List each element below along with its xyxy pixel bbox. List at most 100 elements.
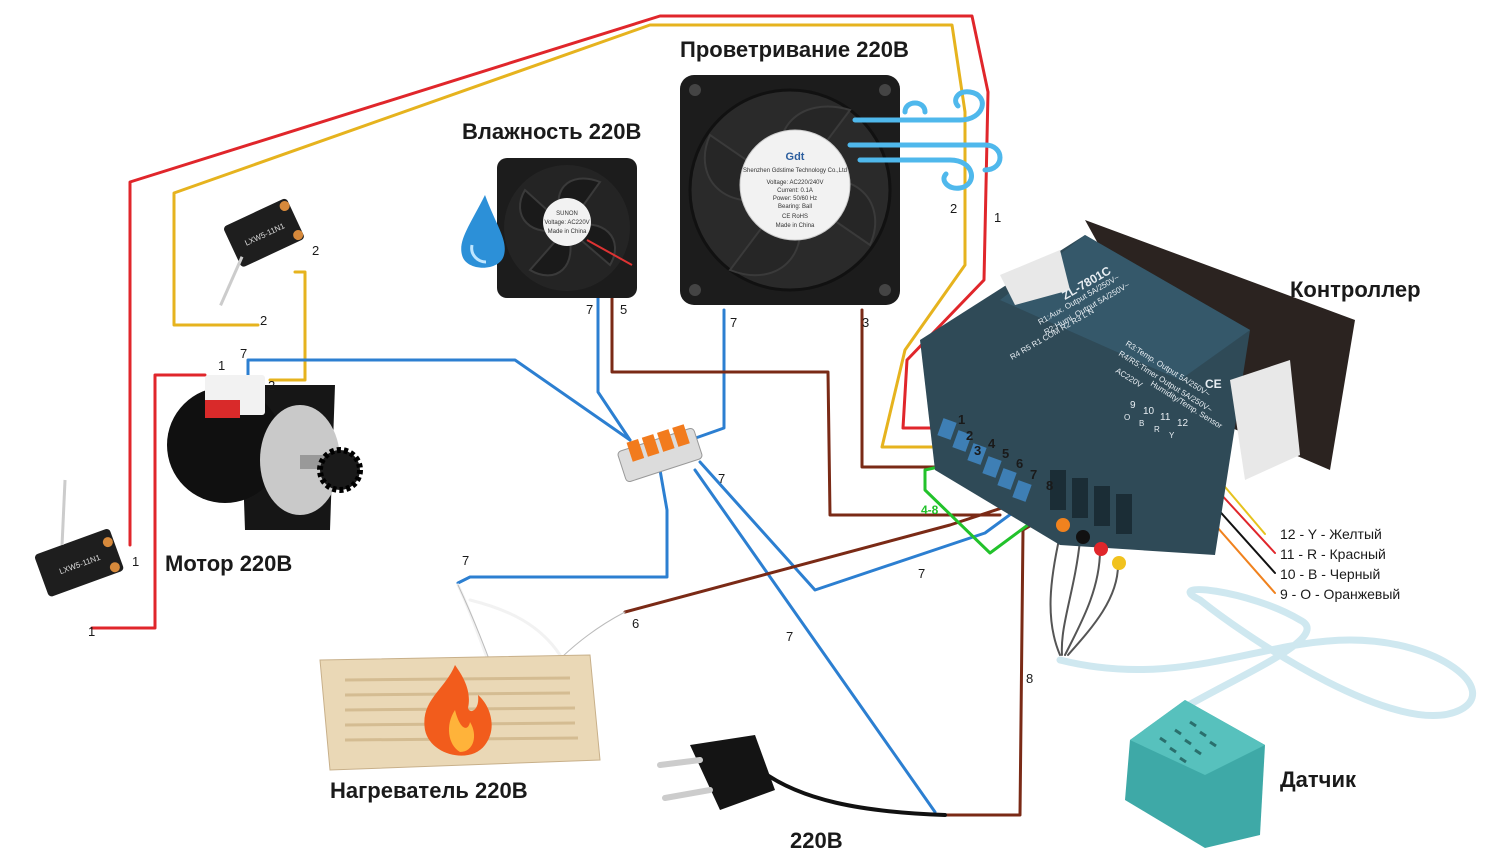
- motor: [167, 375, 363, 530]
- terminal: [967, 443, 987, 465]
- plug-body: [690, 735, 775, 810]
- fan-large-brand: Gdt: [786, 151, 805, 163]
- terminal-letter: R: [1154, 425, 1160, 434]
- terminal-number: 11: [1160, 412, 1171, 423]
- wire-number: 7: [918, 566, 925, 581]
- heater: [319, 654, 601, 771]
- wire-number: 2: [312, 243, 319, 258]
- terminal-letter: O: [1124, 413, 1130, 422]
- switch-top-terminal: [293, 230, 304, 241]
- terminal-number: 1: [958, 412, 965, 427]
- wire-number: 6: [632, 616, 639, 631]
- blue-wire-plug: [693, 468, 937, 814]
- terminal-number: 3: [974, 443, 981, 458]
- sensor-wires: [1049, 534, 1119, 656]
- wago-lever: [626, 439, 645, 462]
- label-plug: 220В: [790, 828, 843, 853]
- legend-item: 9 - O - Оранжевый: [1280, 586, 1400, 602]
- terminal-right: [1116, 494, 1132, 534]
- brown-wire-neutral: [938, 518, 1042, 817]
- terminal-number: 7: [1030, 467, 1037, 482]
- wire-number: 2: [260, 313, 267, 328]
- blue-wire-motor: [246, 358, 632, 442]
- wire-number: 2: [950, 201, 957, 216]
- wago-lever: [657, 429, 675, 452]
- plug-pin: [657, 757, 703, 768]
- label-heater: Нагреватель 220В: [330, 778, 528, 803]
- terminal-number: 12: [1177, 418, 1189, 429]
- water-drop-highlight: [470, 244, 487, 264]
- fan-large: Gdt Shenzhen Gdstime Technology Co.,Ltd …: [680, 75, 900, 305]
- wago-lever: [641, 434, 660, 457]
- legend-item: 10 - B - Черный: [1280, 566, 1380, 582]
- wire-number: 1: [218, 358, 225, 373]
- switch-top-terminal: [279, 201, 290, 212]
- fan-large-screw: [879, 84, 891, 96]
- blue-wire-fan-small: [596, 293, 632, 442]
- switch-bottom: LXW5-11N1: [34, 479, 124, 597]
- wind-icon: [847, 89, 1003, 191]
- plug: [657, 735, 775, 810]
- switch-top: LXW5-11N1: [219, 198, 304, 306]
- yellow-wire: [172, 23, 967, 449]
- terminal: [937, 418, 957, 440]
- heater-lead-a: [456, 583, 562, 667]
- motor-gear: [317, 447, 363, 493]
- fan-large-screw: [879, 284, 891, 296]
- label-sensor: Датчик: [1280, 767, 1357, 792]
- terminal: [997, 468, 1017, 490]
- terminal-number: 5: [1002, 446, 1009, 461]
- terminal: [1012, 480, 1032, 502]
- controller-ce: CE: [1205, 377, 1222, 391]
- fan-small-spec-2: Made in China: [548, 229, 587, 235]
- plug-pin: [662, 787, 713, 801]
- terminal-block-left: [937, 418, 1032, 502]
- wire-number: 2: [268, 378, 275, 393]
- fan-large-screw: [689, 284, 701, 296]
- wago-connector: [617, 424, 703, 483]
- fan-large-spec-3: Bearing: Ball: [778, 204, 812, 210]
- fan-small-hub: [543, 198, 591, 246]
- wire-number: 7: [786, 629, 793, 644]
- blue-wire-fan-large: [688, 308, 726, 442]
- yellow-wire-motor: [268, 270, 307, 382]
- controller-clip-right: [1230, 360, 1300, 480]
- terminal-number: 10: [1143, 406, 1155, 417]
- terminal-number: 6: [1016, 456, 1023, 471]
- label-fan-large: Проветривание 220В: [680, 37, 909, 62]
- legend-item: 12 - Y - Желтый: [1280, 526, 1382, 542]
- cap-yellow: [1112, 556, 1126, 570]
- blue-wire-heater: [456, 468, 669, 585]
- fan-large-spec-0: Voltage: AC220/240V: [766, 180, 823, 186]
- terminal-right: [1072, 478, 1088, 518]
- sensor-legend: 12 - Y - Желтый 11 - R - Красный 10 - B …: [1280, 526, 1400, 602]
- plug-cable: [758, 768, 947, 817]
- fan-large-spec-5: Made in China: [776, 223, 815, 229]
- terminal: [982, 456, 1002, 478]
- wire-number: 7: [718, 471, 725, 486]
- blue-wire-ctrl: [698, 460, 1032, 592]
- legend-item: 11 - R - Красный: [1280, 546, 1386, 562]
- label-controller: Контроллер: [1290, 277, 1421, 302]
- fan-large-screw: [689, 84, 701, 96]
- terminal-number: 8: [1046, 478, 1053, 493]
- brown-wire-heater: [623, 500, 1022, 614]
- wire-number: 8: [1026, 671, 1033, 686]
- fan-small: SUNON Voltage: AC220V Made in China: [497, 158, 637, 298]
- flame-icon: [424, 665, 492, 756]
- wire-number: 5: [620, 302, 627, 317]
- switch-bottom-body: [34, 528, 124, 597]
- brown-wire-fan-large: [860, 308, 952, 469]
- terminal-block-right: [1050, 470, 1132, 534]
- terminal-numbers-right: 9 10 11 12 O B R Y: [1124, 400, 1189, 440]
- component-labels: Проветривание 220В Влажность 220В Контро…: [165, 37, 1421, 853]
- sensor-cable: [1056, 586, 1477, 734]
- label-fan-small: Влажность 220В: [462, 119, 641, 144]
- sensor-vents: [1159, 720, 1217, 764]
- terminal-right: [1050, 470, 1066, 510]
- wire-numbers: 7 5 7 3 1 2 2 2 1 7 2 1 1 7 6 7 7 7 8 4-…: [88, 201, 1033, 686]
- terminal-number: 4: [988, 436, 996, 451]
- fan-large-hub: [739, 129, 851, 241]
- brown-wire-fan-small: [610, 293, 1002, 517]
